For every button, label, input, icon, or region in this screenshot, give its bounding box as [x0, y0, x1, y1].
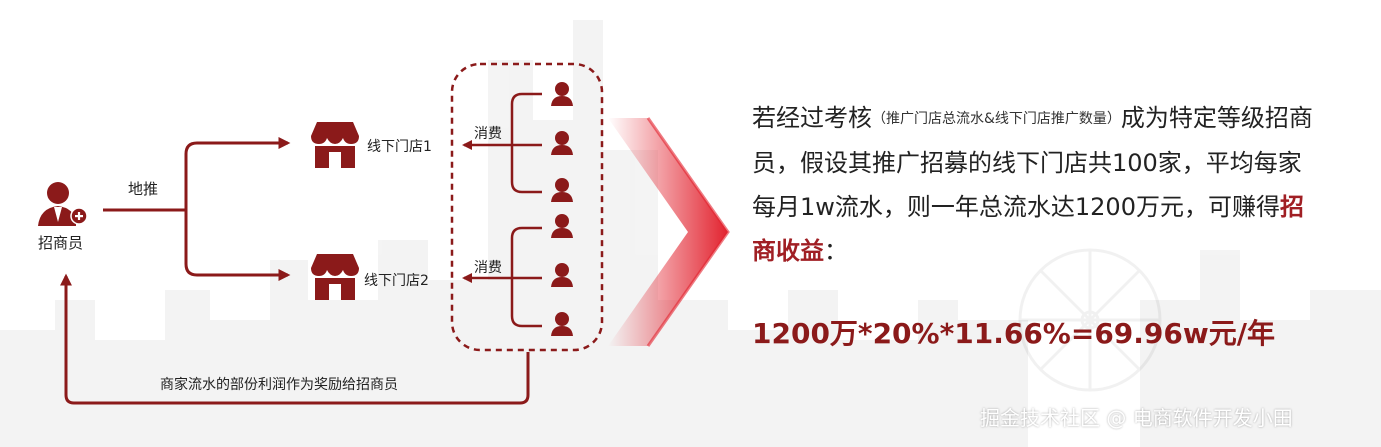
explanation-paragraph: 若经过考核（推广门店总流水&线下门店推广数量）成为特定等级招商员，假设其推广招募… — [752, 96, 1322, 273]
person-plus-icon — [38, 182, 88, 226]
person-icon — [551, 263, 573, 287]
person-icon — [551, 178, 573, 202]
store-2-label: 线下门店2 — [364, 273, 429, 289]
reward-label: 商家流水的部份利润作为奖励给招商员 — [160, 377, 398, 393]
consume-label-1: 消费 — [474, 126, 502, 142]
person-icon — [551, 131, 573, 155]
consume-label-2: 消费 — [474, 260, 502, 276]
assessment-criteria: （推广门店总流水&线下门店推广数量） — [872, 111, 1121, 127]
branch-arrow-store1 — [184, 137, 291, 210]
text-part-1: 若经过考核 — [752, 104, 872, 132]
income-formula: 1200万*20%*11.66%=69.96w元/年 — [752, 317, 1275, 350]
store-1-label: 线下门店1 — [367, 139, 432, 155]
consume-bracket-2 — [510, 226, 542, 328]
text-part-2: 成为特定等级招商员，假设其推广招募的线下门店共100家，平均每家每月1w流水，则… — [752, 104, 1313, 221]
storefront-icon — [311, 122, 359, 168]
branch-arrow-store2 — [184, 210, 291, 281]
reward-loop-arrow — [60, 273, 530, 405]
text-colon: ： — [824, 237, 848, 265]
watermark: 掘金技术社区 @ 电商软件开发小田 — [980, 406, 1293, 430]
person-icon — [551, 82, 573, 106]
chevron-right-icon — [608, 117, 730, 347]
recruiter-label: 招商员 — [38, 234, 84, 252]
person-icon — [551, 214, 573, 238]
customer-group-frame — [450, 62, 604, 352]
ground-push-label: 地推 — [128, 180, 159, 198]
consume-bracket-1 — [510, 92, 542, 194]
person-icon — [551, 312, 573, 336]
storefront-icon — [311, 254, 359, 300]
recruit-income-highlight: 招商收益 — [752, 193, 1304, 265]
